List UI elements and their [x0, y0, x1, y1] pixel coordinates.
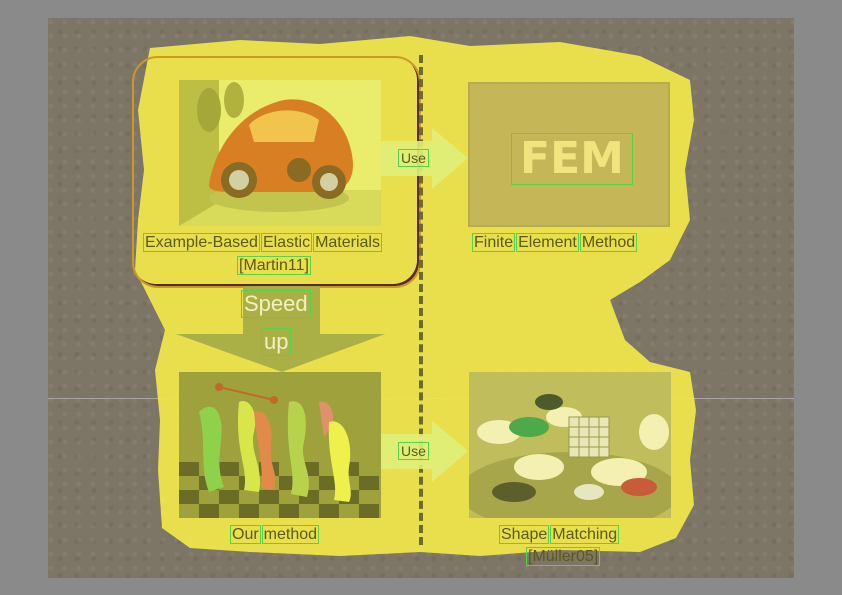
caption-word: Finite	[471, 233, 516, 252]
use-label-top: Use	[398, 149, 429, 167]
use-label-bottom: Use	[398, 442, 429, 460]
caption-word: Example-Based	[143, 233, 260, 252]
use-arrow-top	[381, 128, 468, 189]
fem-panel	[468, 82, 670, 227]
caption-word: Shape	[498, 525, 550, 544]
caption-word: Materials	[313, 233, 382, 252]
speed-up-arrow	[176, 286, 385, 372]
our-method-image	[179, 372, 381, 518]
shape-matching-image	[469, 372, 671, 518]
caption-word: Method	[579, 233, 638, 252]
up-label: up	[260, 328, 292, 356]
citation-text: [Müller05]	[525, 547, 601, 566]
martin-citation: [Martin11]	[237, 256, 311, 275]
dashed-divider	[419, 55, 423, 545]
car-image	[179, 80, 381, 226]
caption-word: method	[261, 525, 320, 544]
caption-word: Matching	[550, 525, 620, 544]
speed-label: Speed	[241, 290, 311, 318]
caption-word: Our	[230, 525, 261, 544]
use-arrow-bottom	[381, 421, 468, 482]
muller-citation: [Müller05]	[525, 547, 601, 566]
caption-word: Elastic	[260, 233, 313, 252]
citation-text: [Martin11]	[237, 256, 311, 275]
fem-title: FEM	[511, 133, 633, 185]
caption-word: Element	[516, 233, 579, 252]
